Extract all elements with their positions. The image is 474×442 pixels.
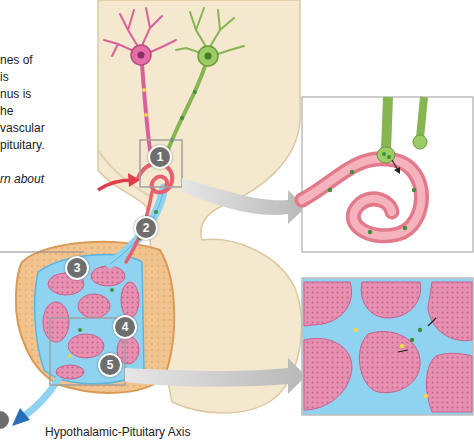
- zoom-box: [140, 140, 182, 187]
- inset-hormone-dots: [328, 152, 416, 234]
- hormone-dot: [350, 170, 354, 174]
- cell-cluster: [359, 332, 420, 393]
- cell-cluster: [78, 294, 110, 318]
- zoom-arrow: [182, 178, 306, 224]
- hormone-dot: [400, 344, 404, 348]
- neuron-pink: [104, 8, 176, 150]
- callout-circle-partial: [0, 410, 10, 430]
- outflow-arrowhead: [12, 408, 30, 426]
- cell-cluster: [121, 282, 139, 318]
- cell-body: [131, 45, 151, 65]
- link-text: Hypothalamic-Pituitary Axis: [45, 424, 190, 440]
- cell-cluster: [91, 266, 125, 286]
- granule: [180, 116, 184, 120]
- granule: [193, 90, 197, 94]
- intro-text: pituitary.: [0, 137, 44, 153]
- portal-vein: [110, 188, 164, 264]
- inset-cells: [304, 282, 472, 412]
- inset-capillary: [302, 159, 422, 236]
- cell-cluster: [43, 302, 69, 342]
- hormone-dot: [328, 188, 332, 192]
- axon: [165, 66, 205, 158]
- intro-text: nus is: [0, 86, 31, 102]
- portal-capillary-bed: [35, 255, 144, 384]
- secretion-arrow: [398, 350, 408, 352]
- callout-number: 1: [148, 145, 172, 169]
- zoom-arrow: [125, 358, 306, 394]
- hormone-dot: [412, 188, 416, 192]
- callout-number: 5: [98, 353, 122, 377]
- nucleus: [138, 52, 145, 59]
- hormone-dot: [78, 328, 82, 332]
- hormone-dot: [403, 226, 407, 230]
- intro-text: vascular: [0, 120, 45, 136]
- artery-arrowhead: [128, 173, 140, 187]
- nucleus: [205, 53, 212, 60]
- inset-frame: [302, 97, 473, 252]
- intro-text: nes of: [0, 52, 33, 68]
- hormone-dot: [387, 155, 391, 159]
- callout-number: 3: [65, 256, 89, 280]
- cell-cluster: [426, 353, 472, 412]
- granule: [144, 113, 148, 117]
- separator-line: [0, 252, 84, 253]
- inset-axon: [420, 97, 424, 138]
- hormone-dot: [354, 328, 358, 332]
- hormone-dot: [68, 354, 72, 358]
- portal-vein-edge: [110, 188, 164, 264]
- cell-cluster: [304, 338, 352, 410]
- axon-granules: [142, 88, 197, 142]
- hormone-dot: [410, 338, 414, 342]
- inset-frame: [302, 278, 473, 415]
- hormone-dot: [424, 394, 428, 398]
- cell-cluster: [304, 282, 352, 326]
- hormone-dot: [382, 152, 386, 156]
- hormone-dot: [154, 210, 158, 214]
- cell-cluster: [56, 365, 84, 379]
- inset-capillary-lumen: [302, 159, 422, 236]
- inset-secretion: [354, 318, 436, 398]
- axon: [142, 64, 150, 150]
- hormone-dot: [110, 288, 114, 292]
- secretion-arrow: [428, 318, 436, 326]
- artery-arrow: [98, 180, 132, 190]
- cell-cluster: [428, 282, 472, 341]
- hormone-dot: [418, 328, 422, 332]
- hormone-dots: [68, 210, 158, 367]
- granule: [142, 88, 146, 92]
- hormone-dot: [368, 230, 372, 234]
- neuron-green: [165, 8, 244, 158]
- release-arrowhead: [394, 167, 400, 174]
- cell-cluster: [68, 334, 104, 358]
- axon-terminal: [413, 135, 427, 149]
- inset-axon: [386, 97, 388, 150]
- intro-text: he: [0, 103, 13, 119]
- callout-number: 4: [113, 315, 137, 339]
- callout-number: 2: [134, 216, 158, 240]
- intro-text: is: [0, 69, 9, 85]
- cell-body: [198, 46, 218, 66]
- prompt-text: rn about: [0, 171, 44, 187]
- cell-cluster: [361, 282, 420, 318]
